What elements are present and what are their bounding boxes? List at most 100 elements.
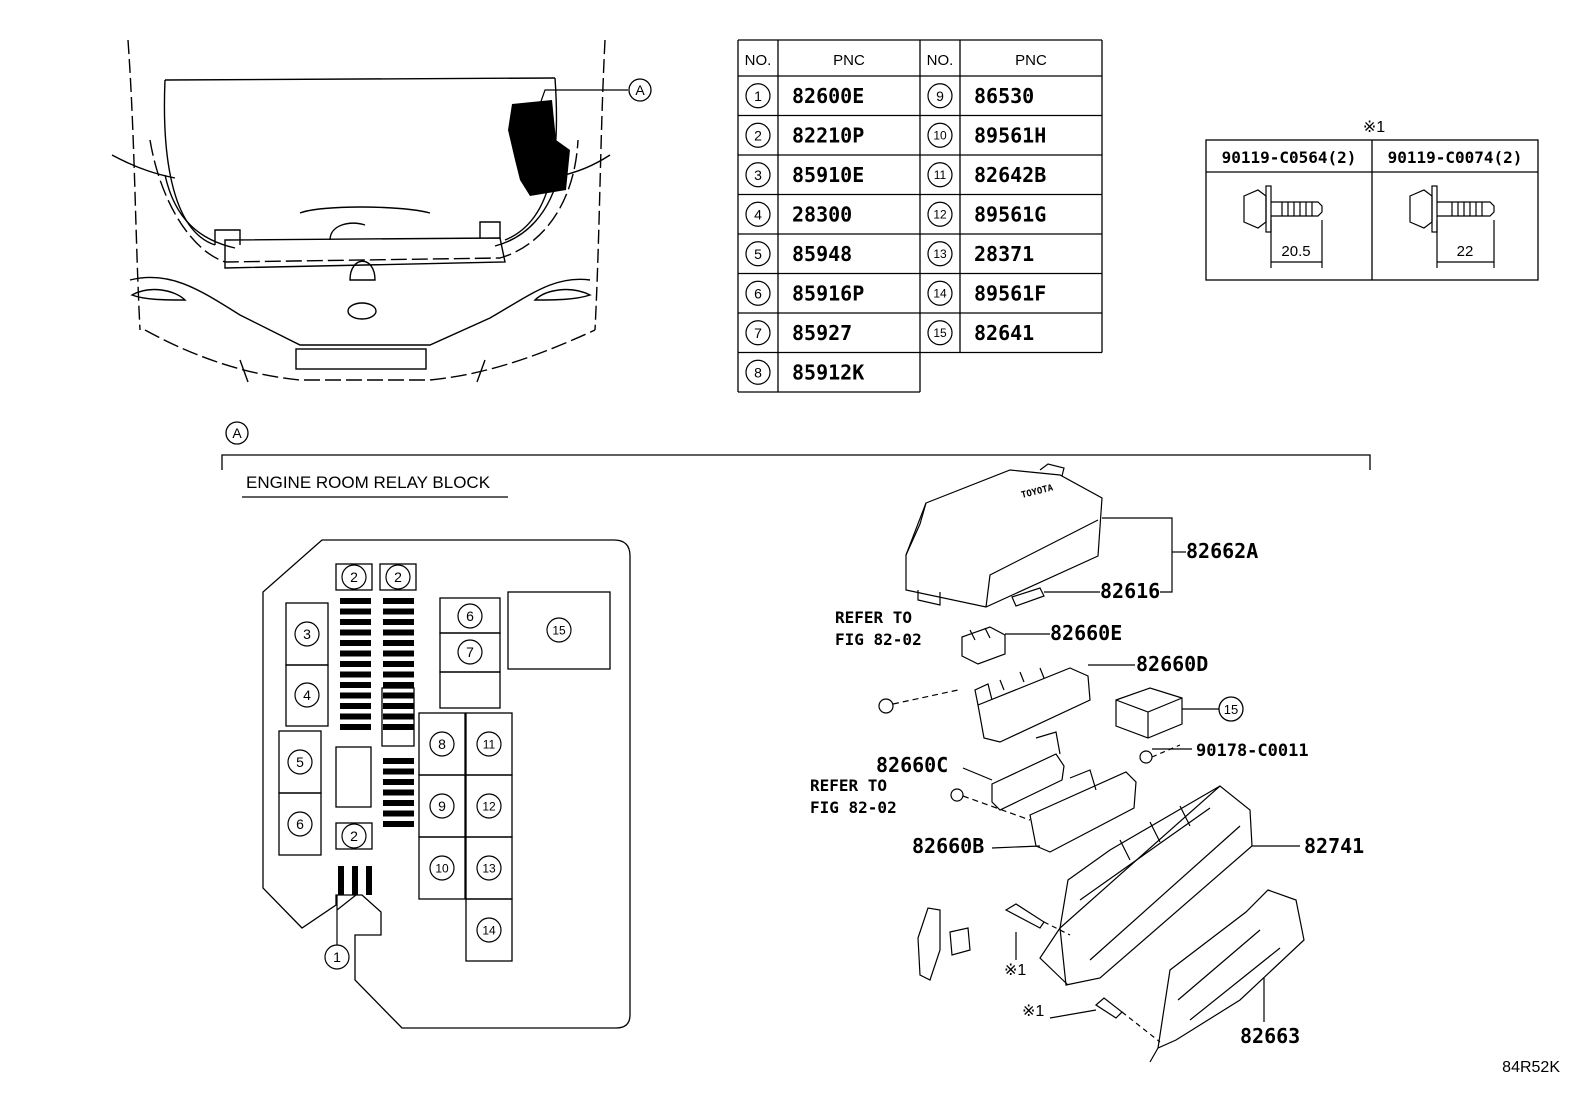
svg-text:6: 6 bbox=[466, 608, 474, 624]
svg-text:3: 3 bbox=[303, 626, 311, 642]
svg-text:13: 13 bbox=[482, 861, 496, 875]
pnc-row-code: 28371 bbox=[974, 242, 1034, 266]
fuse-bar bbox=[340, 650, 371, 657]
section-title: ENGINE ROOM RELAY BLOCK bbox=[246, 473, 491, 492]
fuse-bar bbox=[383, 758, 414, 764]
fuse-bar bbox=[383, 692, 414, 699]
pnc-row-code: 86530 bbox=[974, 84, 1034, 108]
fuse-bar bbox=[383, 821, 414, 827]
fuse-bar bbox=[383, 629, 414, 636]
pnc-row-number: 7 bbox=[745, 320, 771, 346]
svg-text:13: 13 bbox=[933, 247, 947, 261]
fuse-bar bbox=[340, 724, 371, 730]
bolt-length-1: 20.5 bbox=[1281, 243, 1310, 260]
fuse-bar bbox=[383, 724, 414, 730]
svg-text:9: 9 bbox=[438, 798, 446, 814]
svg-text:2: 2 bbox=[754, 127, 762, 143]
section-bracket bbox=[221, 454, 1371, 470]
pnc-header-no: NO. bbox=[745, 52, 772, 69]
label-90178-C0011: 90178-C0011 bbox=[1196, 741, 1309, 761]
fuse-bar bbox=[340, 608, 371, 615]
svg-text:10: 10 bbox=[933, 129, 947, 143]
fuse-bar bbox=[383, 640, 414, 646]
label-82660B: 82660B bbox=[912, 834, 984, 858]
fuse-bar bbox=[340, 640, 371, 646]
relay-15 bbox=[1115, 687, 1183, 739]
pnc-row-code: 89561H bbox=[974, 123, 1046, 147]
fuse-bar bbox=[340, 682, 371, 688]
pnc-header-pnc: PNC bbox=[833, 52, 865, 69]
bolt-length-2: 22 bbox=[1457, 243, 1474, 260]
svg-text:6: 6 bbox=[296, 816, 304, 832]
label-82741: 82741 bbox=[1304, 834, 1364, 858]
pnc-row-code: 28300 bbox=[792, 202, 852, 226]
fuse-bars bbox=[338, 598, 414, 895]
bolt-drawing-1 bbox=[1243, 185, 1323, 268]
relay-slot-7: 7 bbox=[457, 639, 483, 665]
figure-code: 84R52K bbox=[1502, 1059, 1560, 1076]
pnc-row-code: 82642B bbox=[974, 163, 1046, 187]
relay-block-cover: TOYOTA bbox=[905, 463, 1103, 608]
fuse-bar bbox=[340, 619, 371, 625]
fuse-bar bbox=[383, 713, 414, 720]
svg-text:14: 14 bbox=[482, 923, 496, 937]
svg-text:15: 15 bbox=[1224, 702, 1238, 717]
bolt-part-1: 90119-C0564(2) bbox=[1222, 148, 1357, 167]
svg-text:12: 12 bbox=[933, 208, 947, 222]
svg-text:4: 4 bbox=[303, 687, 311, 703]
fuse-bar bbox=[340, 713, 371, 720]
leader-lines bbox=[962, 517, 1300, 1022]
relay-slot-2: 2 bbox=[341, 564, 367, 590]
pnc-row-number: 15 bbox=[927, 320, 953, 346]
svg-text:7: 7 bbox=[466, 644, 474, 660]
refer-note-2-line2: FIG 82-02 bbox=[810, 798, 897, 817]
pnc-row-code: 89561G bbox=[974, 202, 1046, 226]
pnc-row-number: 8 bbox=[745, 359, 771, 385]
bolt-note-lower: ※1 bbox=[1022, 1003, 1044, 1020]
junction-block-e bbox=[961, 626, 1006, 665]
refer-note-1-line2: FIG 82-02 bbox=[835, 630, 922, 649]
label-82660C: 82660C bbox=[876, 753, 948, 777]
fuse-bar bbox=[383, 608, 414, 615]
pnc-row-code: 85948 bbox=[792, 242, 852, 266]
svg-text:9: 9 bbox=[936, 88, 944, 104]
relay-slot-11: 11 bbox=[476, 731, 502, 757]
pnc-row-number: 1 bbox=[745, 83, 771, 109]
label-82662A: 82662A bbox=[1186, 539, 1258, 563]
junction-block-b bbox=[1029, 769, 1137, 853]
svg-text:7: 7 bbox=[754, 325, 762, 341]
fuse-bar bbox=[383, 619, 414, 625]
bracket-part-2 bbox=[949, 927, 971, 956]
relay-slot-9: 9 bbox=[429, 793, 455, 819]
relay-block-outline bbox=[262, 539, 631, 1029]
svg-text:14: 14 bbox=[933, 287, 947, 301]
vehicle-top-view bbox=[111, 39, 611, 383]
bolt-note-upper: ※1 bbox=[1004, 962, 1026, 979]
svg-text:1: 1 bbox=[754, 88, 762, 104]
pnc-row-code: 85912K bbox=[792, 360, 864, 384]
slot-1-leader bbox=[336, 894, 357, 945]
pnc-row-code: 85916P bbox=[792, 281, 864, 305]
relay-slot-12: 12 bbox=[476, 793, 502, 819]
relay-slot-5: 5 bbox=[287, 749, 313, 775]
fuse-bar bbox=[340, 661, 371, 667]
fuse-bar bbox=[340, 703, 371, 709]
pnc-row-number: 13 bbox=[927, 241, 953, 267]
pnc-row-code: 89561F bbox=[974, 281, 1046, 305]
fuse-bar bbox=[340, 629, 371, 636]
pnc-row-number: 2 bbox=[745, 122, 771, 148]
relay-slot-3: 3 bbox=[294, 621, 320, 647]
refer-note-1-line1: REFER TO bbox=[835, 608, 912, 627]
relay-slot-13: 13 bbox=[476, 855, 502, 881]
svg-text:8: 8 bbox=[754, 364, 762, 380]
clip-part bbox=[1011, 587, 1045, 607]
svg-text:11: 11 bbox=[483, 737, 496, 751]
svg-text:12: 12 bbox=[482, 799, 496, 813]
fuse-bar bbox=[383, 671, 414, 678]
fuse-bar bbox=[340, 671, 371, 678]
label-82660E: 82660E bbox=[1050, 621, 1122, 645]
svg-text:6: 6 bbox=[754, 285, 762, 301]
relay-slot-6: 6 bbox=[457, 603, 483, 629]
